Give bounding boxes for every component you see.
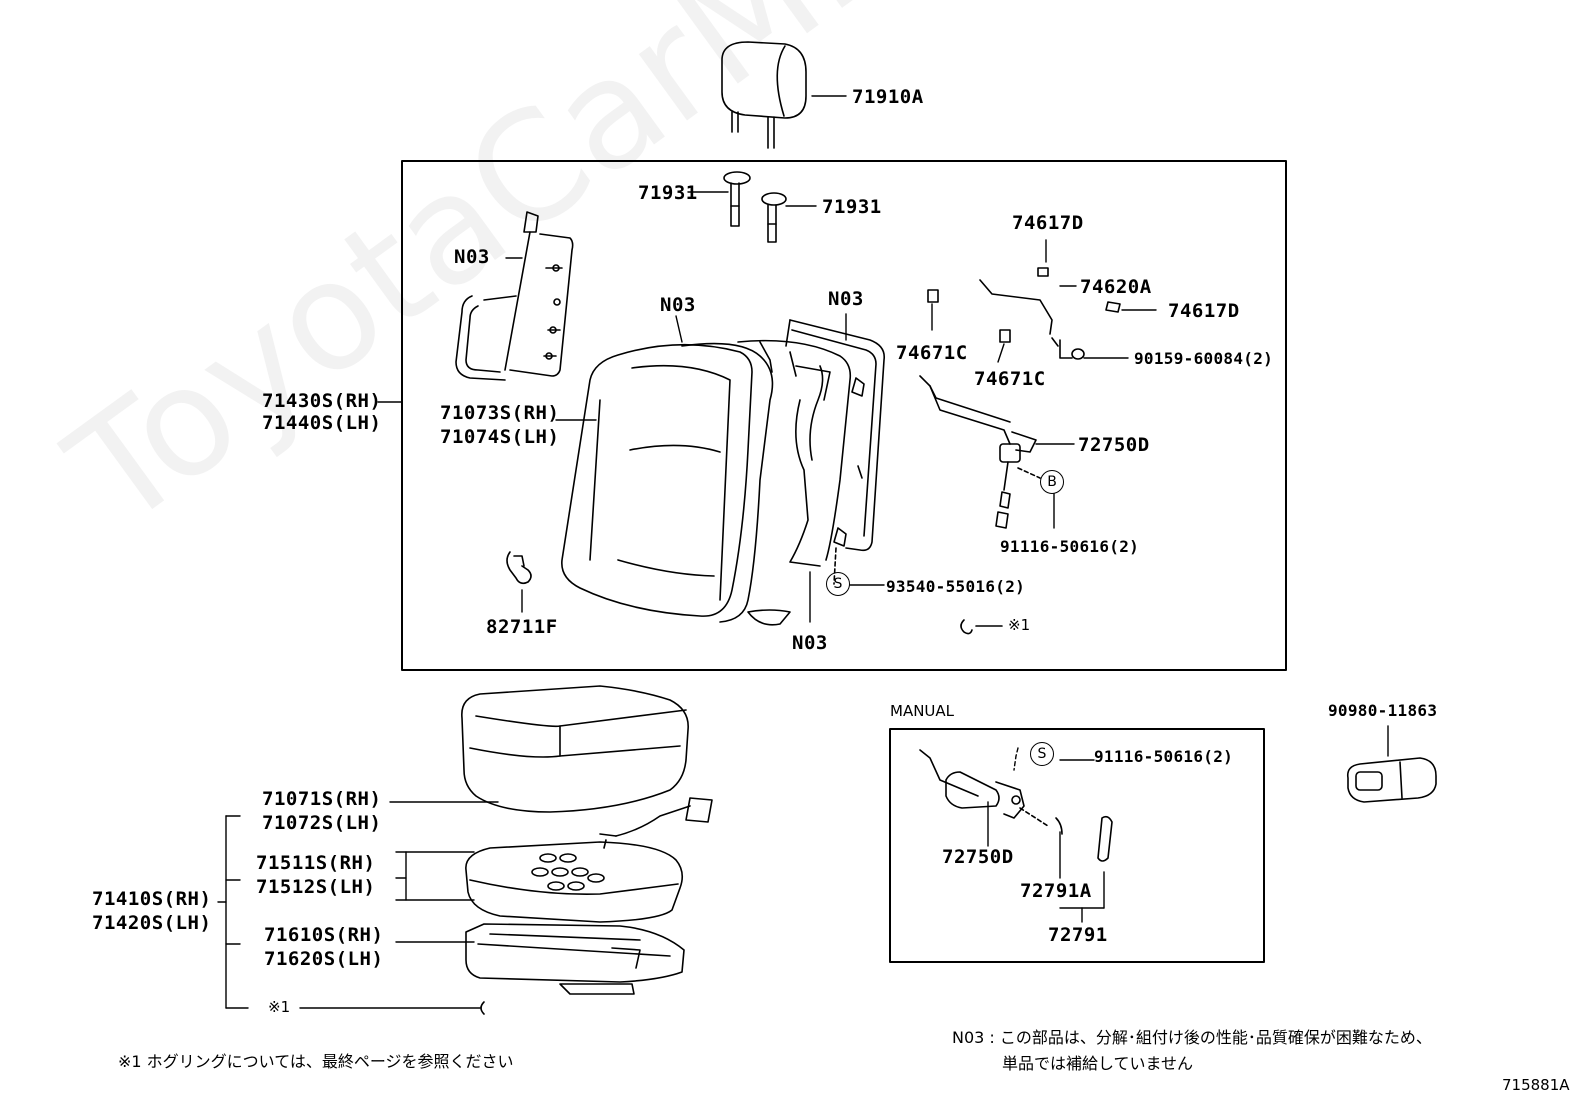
label-back-assy-lh: 71440S(LH) (262, 412, 382, 434)
label-n03-pad: N03 (660, 294, 696, 316)
cushion-pad-drawing (465, 841, 684, 923)
label-bracket-plate: 74620A (1080, 276, 1152, 298)
seatback-frame-drawing (785, 319, 886, 585)
note-n03-line-1: N03 : この部品は、分解･組付け後の性能･品質確保が困難なため、 (952, 1028, 1432, 1047)
label-cushion-cover-lh: 71072S(LH) (262, 812, 382, 834)
label-manual-recliner: 72750D (942, 846, 1014, 868)
manual-recliner-drawing (919, 749, 1113, 862)
label-cushion-assy-lh: 71420S(LH) (92, 912, 212, 934)
label-seat-frame-lh: 71620S(LH) (264, 948, 384, 970)
label-n03-back-frame: N03 (828, 288, 864, 310)
label-n03-bottom: N03 (792, 632, 828, 654)
seat-frame-drawing (465, 923, 685, 995)
headrest-support-drawings (723, 171, 787, 243)
label-back-cover-rh: 71073S(RH) (440, 402, 560, 424)
reference-circle-s-manual: S (1030, 742, 1054, 766)
seatback-pad-drawing (737, 339, 852, 567)
label-manual-bolt: 91116-50616(2) (1094, 747, 1234, 766)
recliner-drawing (919, 375, 1041, 529)
label-clip: 82711F (486, 616, 558, 638)
label-back-cover-lh: 71074S(LH) (440, 426, 560, 448)
label-screw: 90159-60084(2) (1134, 349, 1274, 368)
figure-id: 715881A (1502, 1076, 1570, 1094)
leader-lines (217, 95, 1389, 1015)
label-recliner: 72750D (1078, 434, 1150, 456)
manual-group-title: MANUAL (890, 702, 955, 720)
note-n03-line-2: 単品では補給していません (1002, 1054, 1194, 1073)
label-seat-frame-rh: 71610S(RH) (264, 924, 384, 946)
bracket-drawings (927, 267, 1121, 360)
note-hog-ring: ※1 ホグリングについては、最終ページを参照ください (118, 1052, 514, 1071)
label-bracket-clip-right: 74617D (1168, 300, 1240, 322)
seatback-cover-drawing (561, 342, 791, 626)
clip-drawing (506, 551, 532, 585)
manual-group-frame (889, 728, 1265, 963)
headrest-drawing (721, 41, 807, 149)
label-headrest: 71910A (852, 86, 924, 108)
reference-circle-s: S (826, 572, 850, 596)
connector-drawing (1346, 757, 1437, 803)
label-headrest-support-left: 71931 (638, 182, 698, 204)
harness-drawing (599, 797, 713, 849)
seatback-group-frame (401, 160, 1287, 671)
label-manual-lever: 72791 (1048, 924, 1108, 946)
label-connector: 90980-11863 (1328, 701, 1438, 720)
label-headrest-support-right: 71931 (822, 196, 882, 218)
label-bracket-clip-upper: 74617D (1012, 212, 1084, 234)
label-hog-ring-ref-2: ※1 (268, 998, 291, 1016)
label-clip-c-left: 74671C (896, 342, 968, 364)
reference-circle-b: B (1040, 470, 1064, 494)
label-bolt-b: 91116-50616(2) (1000, 537, 1140, 556)
label-bolt-s: 93540-55016(2) (886, 577, 1026, 596)
cushion-cover-drawing (461, 685, 689, 813)
label-back-assy-rh: 71430S(RH) (262, 390, 382, 412)
label-n03-side-frame: N03 (454, 246, 490, 268)
label-hog-ring-ref: ※1 (1008, 616, 1031, 634)
label-clip-c-right: 74671C (974, 368, 1046, 390)
label-cushion-pad-rh: 71511S(RH) (256, 852, 376, 874)
hog-ring-symbol (960, 619, 973, 635)
label-cushion-assy-rh: 71410S(RH) (92, 888, 212, 910)
label-manual-lever-knob: 72791A (1020, 880, 1092, 902)
side-frame-drawing (455, 211, 574, 381)
label-cushion-cover-rh: 71071S(RH) (262, 788, 382, 810)
label-cushion-pad-lh: 71512S(LH) (256, 876, 376, 898)
